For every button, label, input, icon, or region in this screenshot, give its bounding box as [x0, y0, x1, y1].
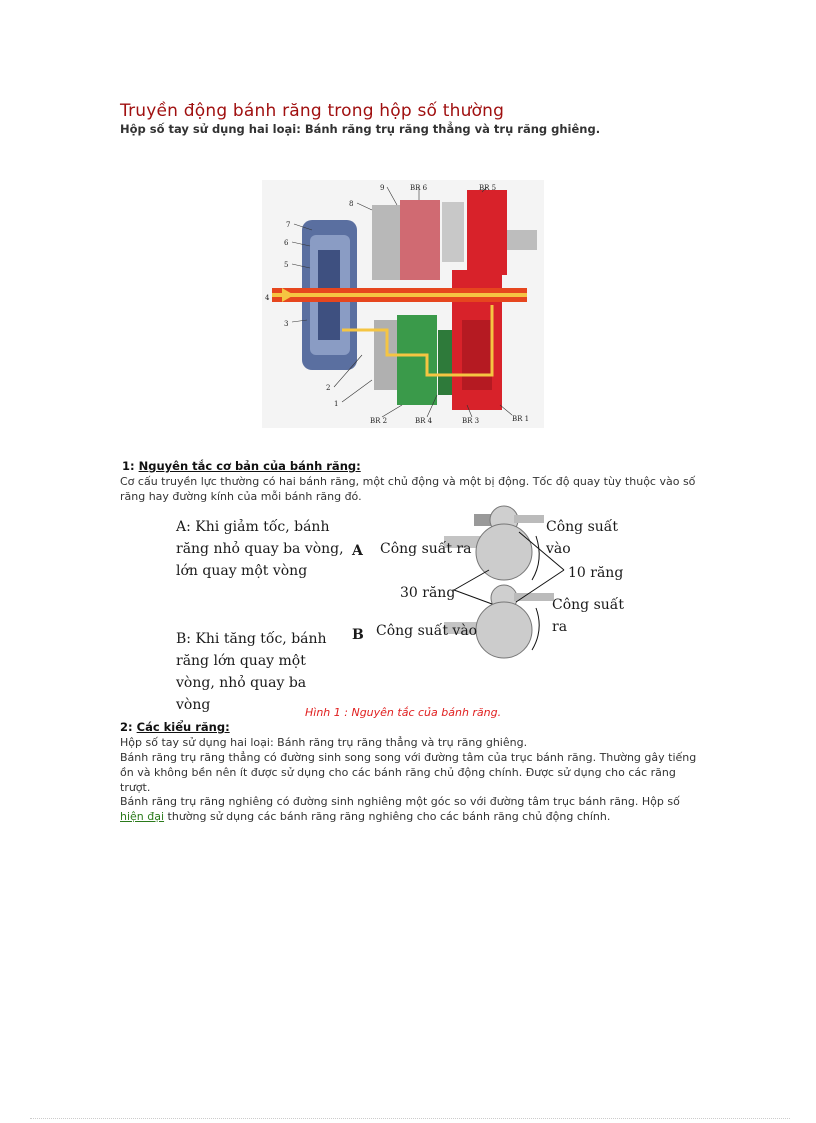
large-gear-bottom — [475, 601, 533, 659]
principle-a-text: A: Khi giảm tốc, bánh răng nhỏ quay ba v… — [176, 519, 344, 579]
label-3: 3 — [284, 320, 288, 328]
gear-br2 — [397, 315, 437, 405]
label-br2: BR 2 — [370, 417, 387, 425]
cong-suat-vao-top: Công suất vào — [546, 519, 618, 557]
page-subtitle: Hộp số tay sử dụng hai loại: Bánh răng t… — [120, 122, 601, 136]
hien-dai-link[interactable]: hiện đại — [120, 810, 165, 823]
gear-pair-diagram — [444, 505, 565, 659]
gear-br3 — [462, 320, 492, 390]
principle-b-text: B: Khi tăng tốc, bánh răng lớn quay một … — [176, 631, 327, 713]
label-a: A — [352, 543, 363, 559]
label-br5: BR 5 — [479, 184, 496, 192]
label-br3: BR 3 — [462, 417, 479, 425]
thirty-teeth-label: 30 răng — [400, 585, 456, 601]
label-5: 5 — [284, 261, 288, 269]
label-br4: BR 4 — [415, 417, 433, 425]
label-br1: BR 1 — [512, 415, 529, 423]
page-title: Truyền động bánh răng trong hộp số thườn… — [120, 101, 505, 121]
cong-suat-vao-bottom: Công suất vào — [376, 623, 478, 639]
section-2-line-1: Hộp số tay sử dụng hai loại: Bánh răng t… — [120, 736, 528, 749]
figure-caption: Hình 1 : Nguyên tắc của bánh răng. — [305, 706, 502, 719]
section-2-heading: 2: Các kiểu răng: — [120, 720, 230, 734]
gearbox-illustration: 9 BR 6 BR 5 8 7 6 5 4 3 2 1 BR 2 BR 4 BR… — [262, 180, 544, 428]
label-7: 7 — [286, 221, 290, 229]
section-2-line-3: Bánh răng trụ răng nghiêng có đường sinh… — [120, 795, 680, 823]
gear-principle-figure: A: Khi giảm tốc, bánh răng nhỏ quay ba v… — [168, 500, 638, 713]
label-b: B — [352, 627, 364, 643]
label-2: 2 — [326, 384, 330, 392]
gear-br6 — [400, 200, 440, 280]
cong-suat-ra-top: Công suất ra — [380, 541, 472, 557]
label-1: 1 — [334, 400, 338, 408]
page-bottom-divider — [30, 1118, 790, 1119]
section-1-title: Nguyên tắc cơ bản của bánh răng: — [138, 459, 361, 473]
label-8: 8 — [349, 200, 353, 208]
section-1-number: 1: — [122, 459, 135, 473]
power-flow-path — [342, 305, 494, 377]
section-1-heading: 1:Nguyên tắc cơ bản của bánh răng: — [122, 459, 361, 473]
ten-teeth-label: 10 răng — [568, 565, 624, 581]
section-2-number: 2: — [120, 720, 133, 734]
label-9: 9 — [380, 184, 384, 192]
section-1-body: Cơ cấu truyền lực thường có hai bánh răn… — [120, 475, 696, 503]
label-6: 6 — [284, 239, 289, 247]
cong-suat-ra-bottom: Công suất ra — [552, 597, 624, 635]
section-2-line-2: Bánh răng trụ răng thẳng có đường sinh s… — [120, 751, 697, 794]
gear-br5 — [467, 190, 507, 275]
label-4: 4 — [265, 294, 270, 302]
large-gear-top — [475, 523, 533, 581]
label-br6: BR 6 — [410, 184, 428, 192]
arrow-icon — [282, 288, 294, 302]
section-2-title: Các kiểu răng: — [136, 720, 230, 734]
